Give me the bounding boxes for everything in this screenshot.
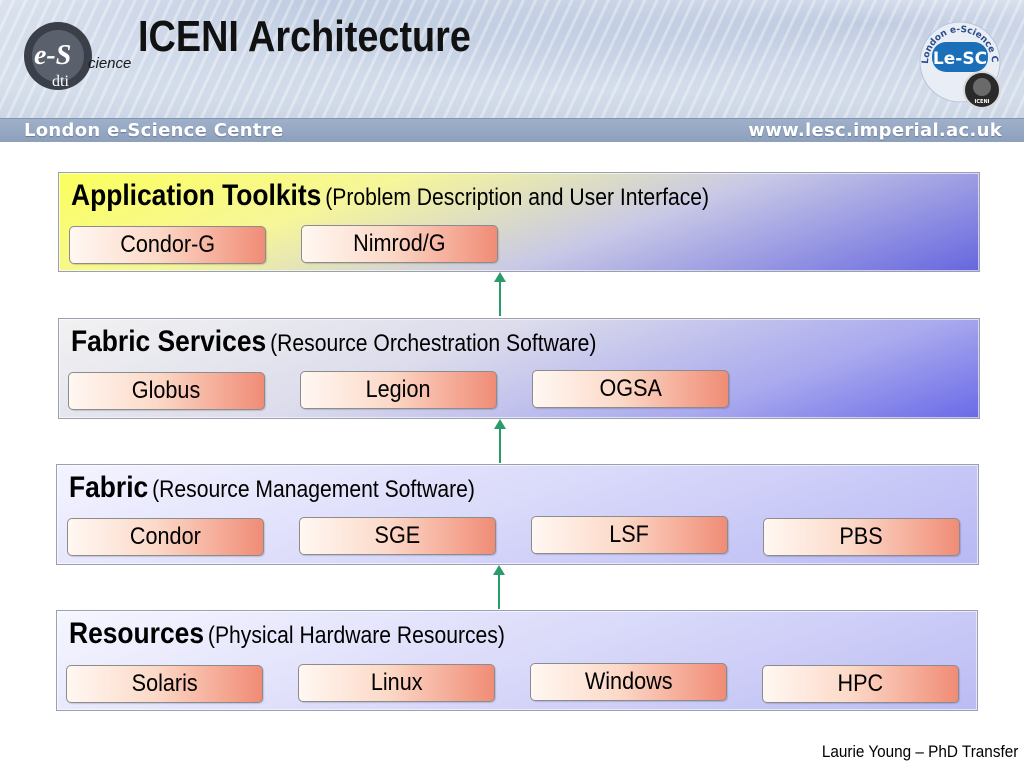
layer-name: Fabric Services <box>71 325 267 358</box>
slide-header: e-S cience dti ICENI Architecture London… <box>0 0 1024 142</box>
layer-heading: Application Toolkits (Problem Descriptio… <box>71 179 709 213</box>
component-label: OGSA <box>599 375 662 402</box>
slide-title: ICENI Architecture <box>138 12 471 61</box>
component-label: Globus <box>132 377 201 404</box>
lesc-mark: Le-SC <box>933 49 987 69</box>
component-pbs: PBS <box>763 518 960 556</box>
component-ogsa: OGSA <box>532 370 729 408</box>
arrow-head <box>494 419 506 429</box>
escience-dti-logo: e-S cience dti <box>24 22 131 90</box>
layer-heading: Fabric Services (Resource Orchestration … <box>71 325 596 359</box>
component-label: Linux <box>370 669 423 696</box>
component-lsf: LSF <box>531 516 728 554</box>
layer-subtitle: (Resource Management Software) <box>152 476 475 503</box>
layer-name: Resources <box>69 617 205 650</box>
arrow-up <box>489 565 509 609</box>
header-band: London e-Science Centre www.lesc.imperia… <box>0 118 1024 142</box>
iceni-badge-figure <box>973 78 991 96</box>
arrow-shaft <box>498 573 500 609</box>
component-label: LSF <box>609 521 650 548</box>
arrow-up <box>490 419 510 463</box>
component-sge: SGE <box>299 517 496 555</box>
component-legion: Legion <box>300 371 497 409</box>
layer-subtitle: (Problem Description and User Interface) <box>325 184 710 211</box>
band-url: www.lesc.imperial.ac.uk <box>748 120 1002 141</box>
arrow-shaft <box>499 427 501 463</box>
component-condor: Condor <box>67 518 264 556</box>
component-hpc: HPC <box>762 665 959 703</box>
arrow-head <box>493 565 505 575</box>
layer-heading: Fabric (Resource Management Software) <box>69 471 475 505</box>
layer-fabric-services: Fabric Services (Resource Orchestration … <box>58 318 980 419</box>
logo-escience-big: e-S <box>34 40 71 71</box>
layer-subtitle: (Resource Orchestration Software) <box>270 330 597 357</box>
logo-escience-small: cience <box>88 55 131 72</box>
component-label: Windows <box>584 668 673 695</box>
arrow-shaft <box>499 280 501 316</box>
layer-subtitle: (Physical Hardware Resources) <box>207 622 505 649</box>
lesc-logo: London e-Science Centre Le-SC ICENI <box>910 14 1001 109</box>
layer-name: Fabric <box>69 471 149 504</box>
arrow-head <box>494 272 506 282</box>
layer-resources: Resources (Physical Hardware Resources) … <box>56 610 978 711</box>
logo-escience-sub: dti <box>52 73 69 90</box>
layer-heading: Resources (Physical Hardware Resources) <box>69 617 505 651</box>
component-label: Condor <box>130 523 201 550</box>
component-windows: Windows <box>530 663 727 701</box>
band-centre-name: London e-Science Centre <box>24 120 284 141</box>
component-nimrod-g: Nimrod/G <box>301 225 498 263</box>
layer-application-toolkits: Application Toolkits (Problem Descriptio… <box>58 172 980 272</box>
iceni-badge-text: ICENI <box>975 99 990 105</box>
component-label: HPC <box>837 670 884 697</box>
component-label: SGE <box>374 522 421 549</box>
component-linux: Linux <box>298 664 495 702</box>
component-label: Condor-G <box>120 231 215 258</box>
arrow-up <box>490 272 510 316</box>
component-label: Solaris <box>131 670 198 697</box>
lesc-mark-bg <box>932 42 988 72</box>
layer-name: Application Toolkits <box>71 179 322 212</box>
component-label: Nimrod/G <box>353 230 446 257</box>
component-label: PBS <box>839 523 884 550</box>
layer-fabric: Fabric (Resource Management Software) Co… <box>56 464 979 565</box>
logo-disc-inner <box>32 30 84 82</box>
component-solaris: Solaris <box>66 665 263 703</box>
component-condor-g: Condor-G <box>69 226 266 264</box>
component-label: Legion <box>366 376 431 403</box>
header-texture <box>0 0 1024 118</box>
slide-footer: Laurie Young – PhD Transfer <box>821 742 1018 761</box>
component-globus: Globus <box>68 372 265 410</box>
